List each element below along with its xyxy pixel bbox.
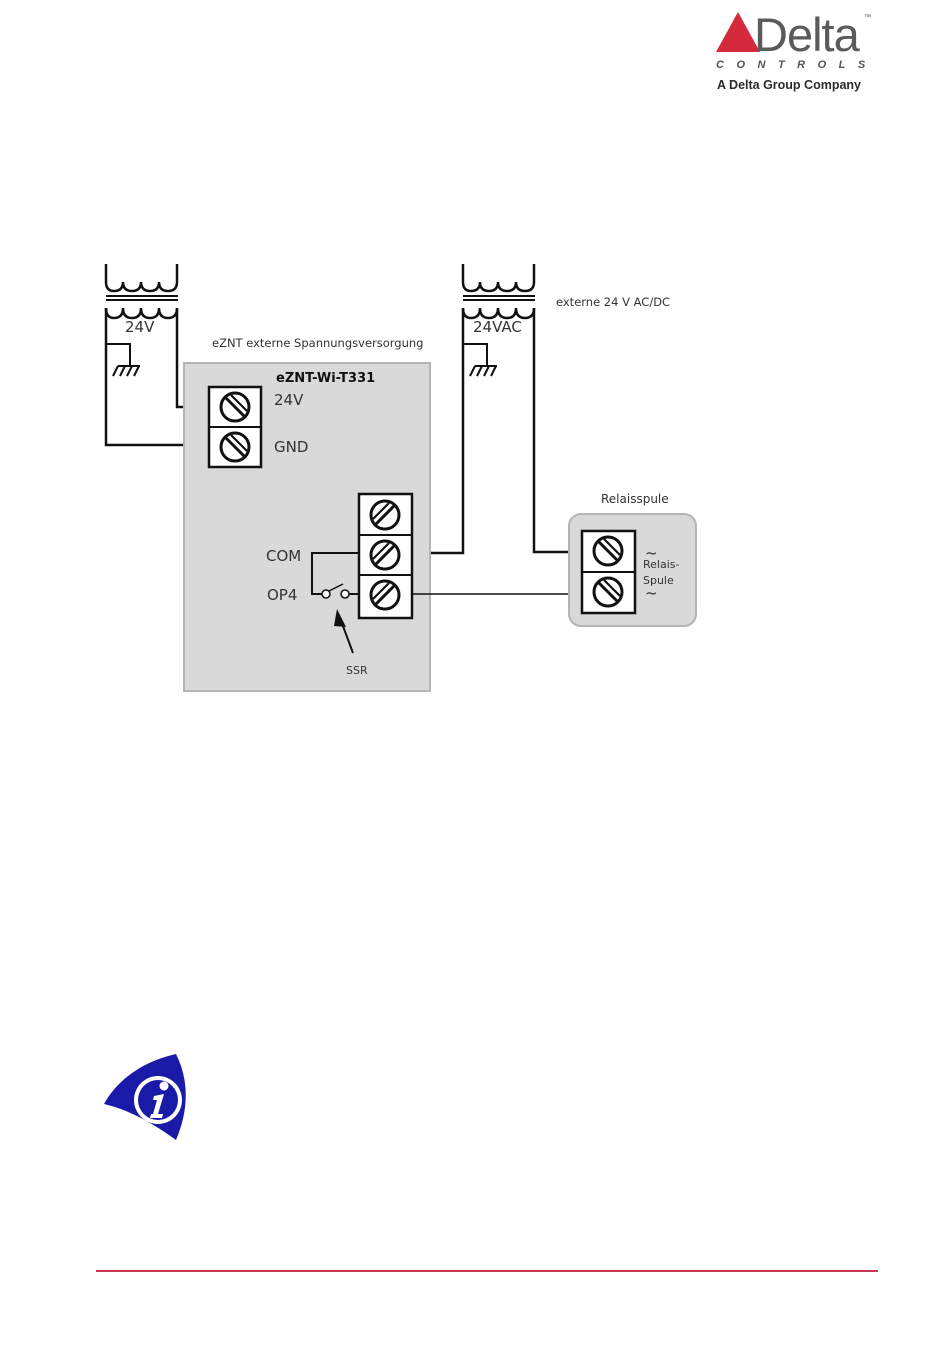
terminal-gnd-label: GND: [274, 438, 308, 456]
screw-op4: [371, 581, 399, 609]
screw-out-1: [371, 501, 399, 529]
caption-external: externe 24 V AC/DC: [556, 295, 670, 309]
transformer-right-label: 24VAC: [473, 318, 522, 336]
screw-com: [371, 541, 399, 569]
screw-24v: [221, 393, 249, 421]
screw-gnd: [221, 433, 249, 461]
caption-supply: eZNT externe Spannungsversorgung: [212, 336, 423, 350]
transformer-left-label: 24V: [125, 318, 155, 336]
ssr-label: SSR: [346, 664, 368, 677]
wiring-diagram: 24V 24VAC eZNT externe Spannungsversorgu…: [0, 0, 950, 760]
footer-rule: [96, 1270, 878, 1272]
relay-label-line1: Relais-: [643, 558, 680, 571]
device-title: eZNT-Wi-T331: [276, 371, 375, 386]
info-icon: [100, 1052, 192, 1142]
relay-title: Relaisspule: [601, 492, 669, 506]
terminal-com-label: COM: [266, 547, 301, 565]
relay-tilde-bottom: ~: [645, 584, 658, 602]
screw-relay-2: [594, 578, 622, 606]
terminal-op4-label: OP4: [267, 586, 297, 604]
screw-relay-1: [594, 537, 622, 565]
terminal-24v-label: 24V: [274, 391, 304, 409]
